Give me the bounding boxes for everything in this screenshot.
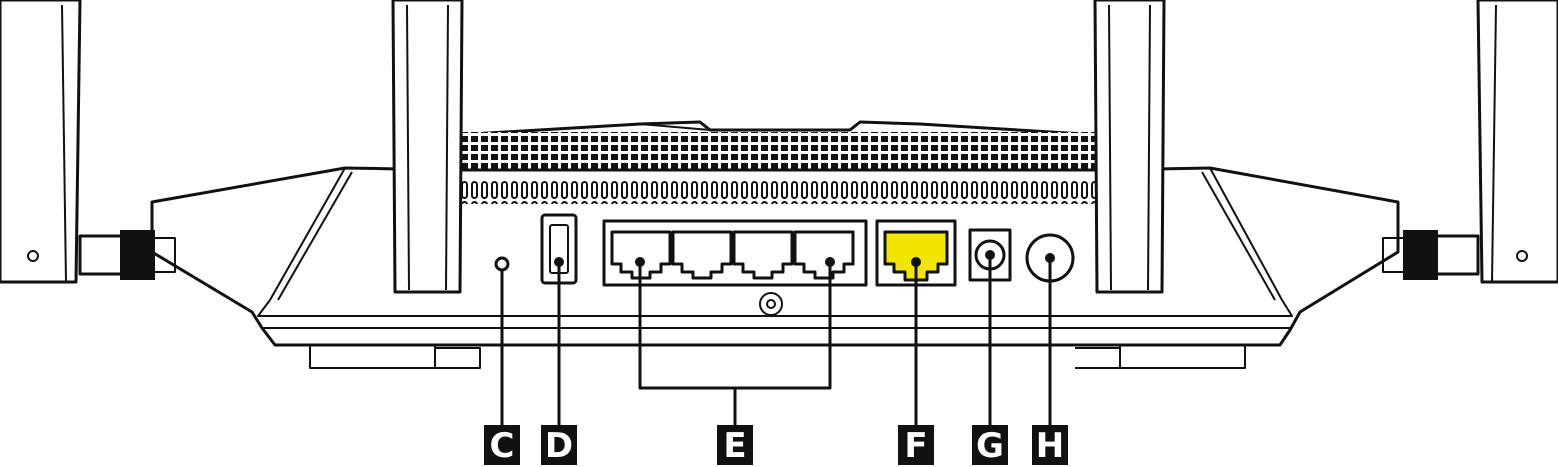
antenna-far-right <box>1382 0 1558 284</box>
reset-pinhole <box>494 256 510 272</box>
lan-port-2 <box>671 230 733 280</box>
svg-text:H: H <box>1036 426 1064 466</box>
antenna-center-left <box>391 0 464 294</box>
label-h: H <box>1032 425 1068 466</box>
antenna-center-right <box>1093 0 1166 294</box>
svg-text:C: C <box>490 426 515 466</box>
lan-port-4 <box>793 230 855 280</box>
label-e: E <box>717 425 753 466</box>
lan-port-1 <box>610 230 672 280</box>
screw-hole <box>759 292 783 316</box>
lan-port-group <box>602 219 868 287</box>
internet-port <box>875 219 957 287</box>
leader-line-g <box>985 250 995 427</box>
leader-line-d <box>554 257 564 427</box>
svg-text:F: F <box>904 426 927 466</box>
leader-line-h <box>1045 253 1055 427</box>
svg-text:G: G <box>976 426 1004 466</box>
label-d: D <box>541 425 577 466</box>
label-c: C <box>484 425 520 466</box>
router-top-vent <box>453 120 1102 177</box>
lan-port-3 <box>732 230 794 280</box>
label-g: G <box>972 425 1008 466</box>
svg-text:E: E <box>723 426 746 466</box>
leader-line-f <box>911 257 921 427</box>
svg-text:D: D <box>545 426 573 466</box>
label-f: F <box>898 425 934 466</box>
antenna-far-left <box>0 0 176 284</box>
leader-line-e <box>635 257 835 427</box>
